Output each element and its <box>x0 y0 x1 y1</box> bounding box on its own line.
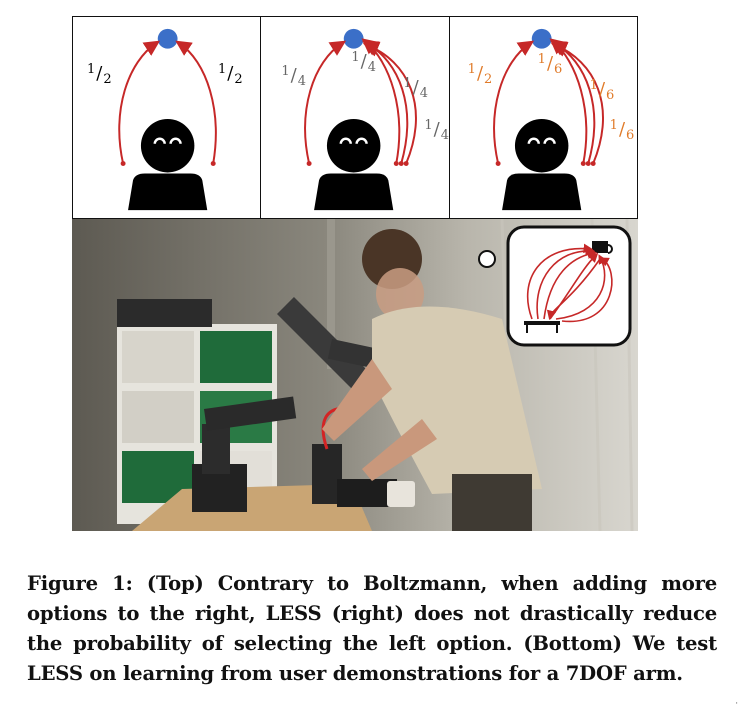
mug <box>387 481 415 507</box>
panel-boltzmann-four: 1/4 1/4 1/4 1/4 <box>261 17 450 218</box>
corner-mark: ' <box>736 702 738 709</box>
goal-dot <box>531 28 552 49</box>
trajectory-right <box>175 40 217 164</box>
robot-arm <box>192 297 397 512</box>
figure-caption: Figure 1: (Top) Contrary to Boltzmann, w… <box>27 572 717 685</box>
trajectory-left <box>118 40 161 164</box>
prob-label: 1/6 <box>537 52 563 77</box>
goal-dot <box>344 28 364 49</box>
person <box>322 229 542 531</box>
prob-label: 1/6 <box>609 118 635 143</box>
prob-label: 1/2 <box>87 62 112 87</box>
panel-3-diagram <box>492 28 604 211</box>
panel-less-four: 1/2 1/6 1/6 1/6 <box>450 17 637 218</box>
person-icon <box>314 118 394 211</box>
thought-bubble-dot <box>478 250 496 268</box>
robot-demo-photo <box>72 219 638 531</box>
prob-label: 1/4 <box>403 76 428 101</box>
person-icon <box>501 118 581 211</box>
thought-bubble <box>506 225 632 347</box>
prob-label: 1/4 <box>351 50 376 75</box>
goal-dot <box>157 28 178 49</box>
figure: 1/2 1/2 <box>72 16 638 219</box>
prob-label: 1/2 <box>467 62 493 87</box>
panel-2-diagram <box>304 28 418 211</box>
photo-illustration <box>72 219 638 531</box>
panel-boltzmann-two: 1/2 1/2 <box>73 17 262 218</box>
person-icon <box>128 118 208 211</box>
prob-label: 1/4 <box>281 64 306 89</box>
panel-1-diagram <box>118 28 217 211</box>
top-panels: 1/2 1/2 <box>72 16 638 219</box>
prob-label: 1/4 <box>424 118 449 143</box>
prob-label: 1/2 <box>218 62 243 87</box>
prob-label: 1/6 <box>589 78 615 103</box>
